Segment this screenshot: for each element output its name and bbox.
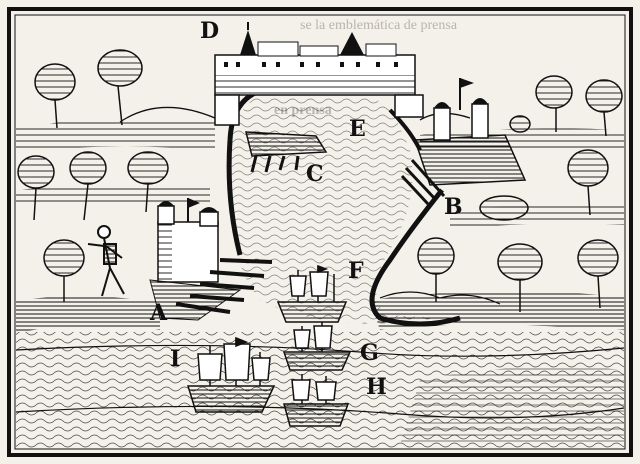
land-bands — [16, 118, 624, 332]
mole-c — [245, 131, 328, 173]
city-d — [214, 22, 424, 126]
castle-a — [149, 198, 273, 321]
figure-soldier — [87, 225, 125, 297]
bleed-through-text: se la emblemática de prensa — [300, 18, 458, 33]
label-i: I — [170, 346, 181, 372]
label-b: B — [444, 194, 463, 220]
label-h: H — [366, 374, 387, 400]
hill — [119, 106, 216, 123]
label-d: D — [200, 18, 220, 44]
label-a: A — [150, 300, 168, 326]
label-e: E — [349, 116, 366, 142]
label-c: C — [306, 161, 324, 187]
plate-border — [7, 7, 633, 457]
label-g: G — [360, 340, 379, 366]
trees — [17, 49, 623, 312]
fortress-b — [400, 78, 527, 206]
ships — [186, 264, 352, 427]
label-f: F — [348, 258, 364, 284]
harbor-water — [230, 84, 440, 324]
